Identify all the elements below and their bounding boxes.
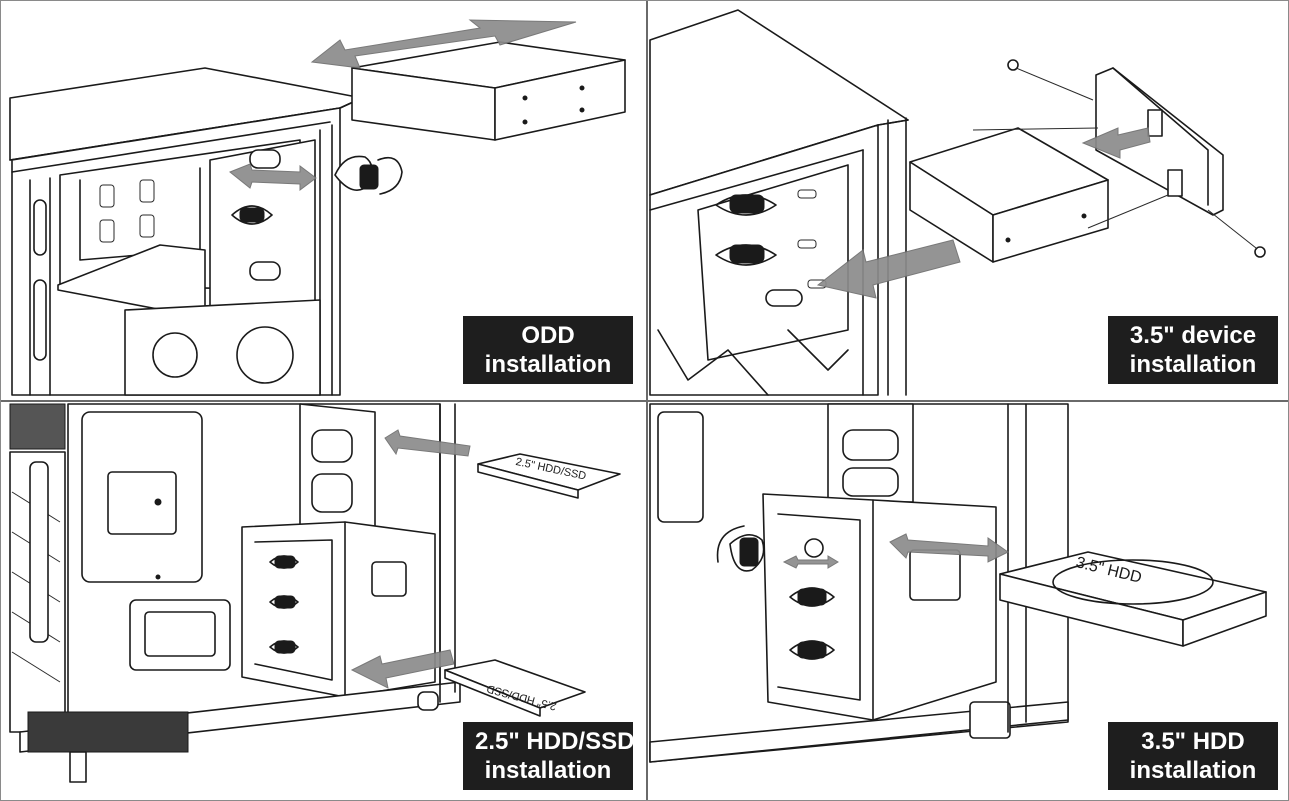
label-line2: installation	[1129, 351, 1257, 378]
label-line1: ODD	[521, 322, 575, 349]
panel-device-installation: 3.5" device installation	[648, 0, 1289, 400]
label-line2: installation	[484, 351, 612, 378]
odd-installation-illustration	[9, 19, 626, 396]
panel-label: ODD installation	[463, 316, 633, 384]
panel-label: 3.5" device installation	[1108, 316, 1278, 384]
label-line2: installation	[1129, 757, 1257, 784]
device-installation-illustration	[649, 9, 1266, 396]
panel-label: 2.5" HDD/SSD installation	[463, 722, 635, 790]
label-line1: 2.5" HDD/SSD	[475, 728, 635, 755]
hdd-installation-illustration: 3.5" HDD	[649, 403, 1267, 763]
panel-label: 3.5" HDD installation	[1108, 722, 1278, 790]
hdd-ssd-installation-illustration: 2.5" HDD/SSD 2.5" HDD/SSD	[9, 403, 621, 783]
label-line1: 3.5" HDD	[1141, 728, 1245, 755]
panel-hdd-ssd-installation: 2.5" HDD/SSD 2.5" HDD/SSD 2.5" HDD/SSD i…	[0, 402, 646, 801]
panel-odd-installation: ODD installation	[0, 0, 646, 400]
label-line1: 3.5" device	[1129, 322, 1257, 349]
panel-hdd-installation: 3.5" HDD 3.5" HDD installation	[648, 402, 1289, 801]
label-line2: installation	[484, 757, 612, 784]
horizontal-divider	[0, 400, 1289, 402]
